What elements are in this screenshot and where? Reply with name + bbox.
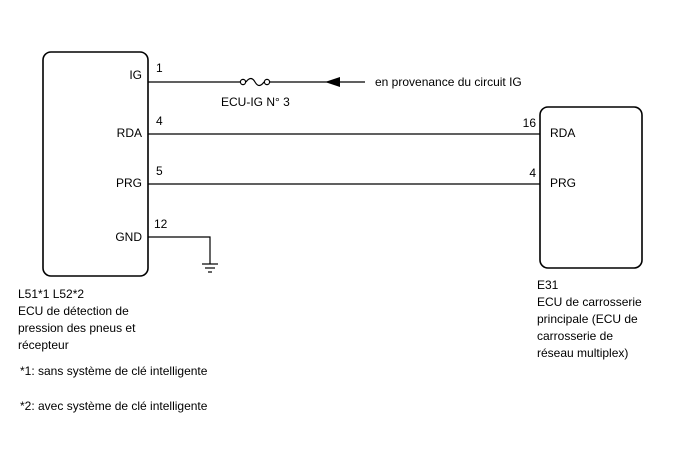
left-pin-gnd-label: GND	[115, 230, 142, 244]
right-ecu-name-line: principale (ECU de	[537, 312, 638, 326]
left-pin-rda-label: RDA	[116, 126, 142, 140]
fuse-terminal-right	[263, 78, 271, 86]
left-pin-ig-label: IG	[129, 68, 142, 82]
ground-symbol	[202, 263, 218, 273]
fuse-label: ECU-IG N° 3	[221, 95, 290, 109]
left-ecu-name-line: pression des pneus et	[18, 321, 136, 335]
source-arrowhead	[325, 77, 340, 87]
right-pin-prg-label: PRG	[550, 176, 577, 190]
left-pin-ig-number: 1	[156, 61, 163, 75]
left-pin-prg-label: PRG	[115, 176, 142, 190]
left-ecu-description: L51*1 L52*2 ECU de détection de pression…	[18, 286, 135, 354]
right-pin-prg-number: 4	[529, 166, 536, 180]
left-pin-rda-number: 4	[156, 114, 163, 128]
left-ecu-name-line: ECU de détection de	[18, 304, 129, 318]
source-label: en provenance du circuit IG	[375, 75, 522, 89]
right-ecu-name-line: réseau multiplex)	[537, 346, 629, 360]
fuse-terminal-left	[239, 78, 247, 86]
right-ecu-name-line: carrosserie de	[537, 329, 614, 343]
left-pin-gnd-number: 12	[154, 217, 168, 231]
fuse-symbol	[245, 77, 265, 87]
right-ecu-name-line: ECU de carrosserie	[537, 295, 642, 309]
right-pin-rda-label: RDA	[550, 126, 576, 140]
gnd-wire	[148, 236, 211, 264]
footnote-1: *1: sans système de clé intelligente	[20, 364, 208, 378]
left-pin-prg-number: 5	[156, 164, 163, 178]
right-pin-rda-number: 16	[522, 116, 536, 130]
left-ecu-code: L51*1 L52*2	[18, 287, 85, 301]
footnote-2: *2: avec système de clé intelligente	[20, 399, 208, 413]
right-ecu-description: E31 ECU de carrosserie principale (ECU d…	[537, 277, 642, 362]
right-ecu-box	[539, 106, 643, 269]
left-ecu-name-line: récepteur	[18, 338, 69, 352]
right-ecu-code: E31	[537, 278, 559, 292]
left-ecu-box	[42, 51, 149, 277]
